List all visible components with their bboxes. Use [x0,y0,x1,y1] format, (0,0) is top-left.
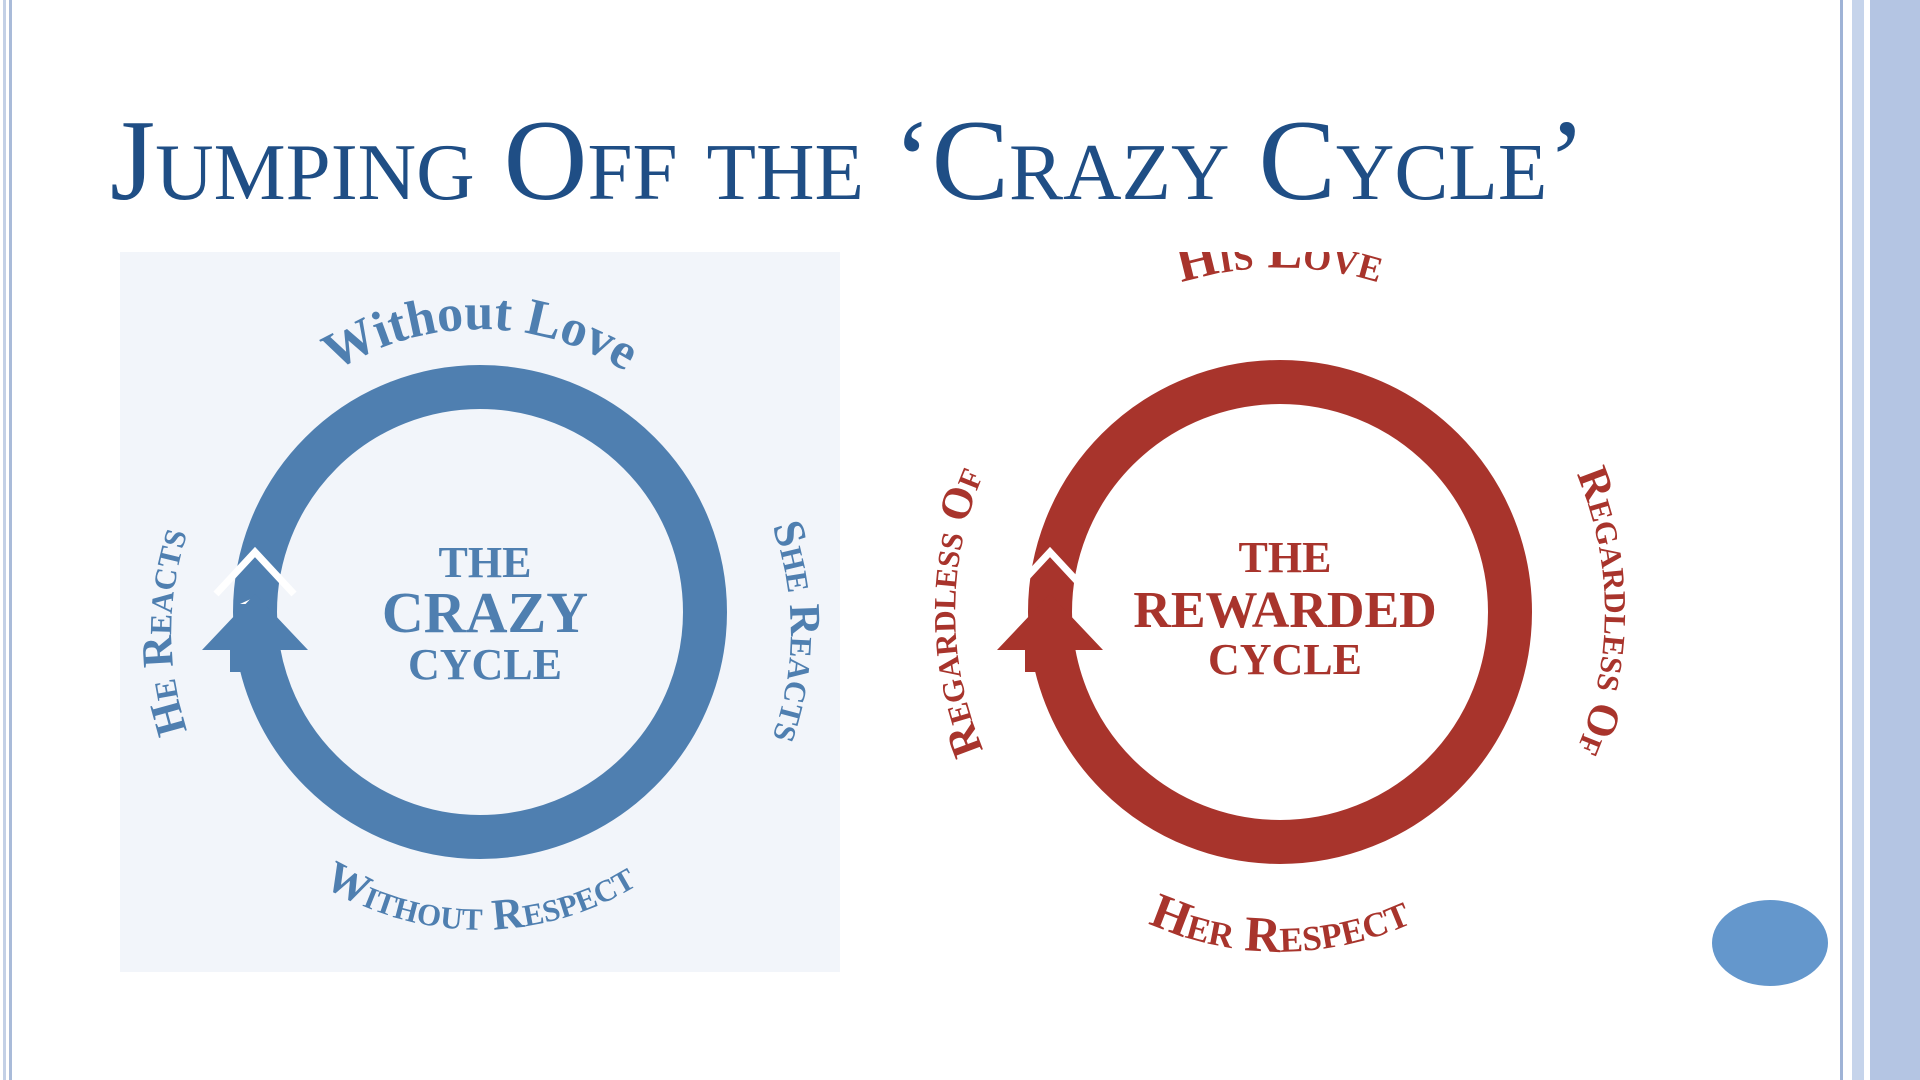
rewarded-label-top: His Love [1170,252,1390,294]
rewarded-center-line-1: THE [1239,533,1332,582]
crazy-label-bottom: Without Respect [317,851,642,940]
crazy-center-line-1: THE [439,538,532,587]
right-border-decoration [1840,0,1920,1080]
crazy-center-line-2: CRAZY [382,580,588,645]
rewarded-label-left: Regardless Of [920,459,993,764]
rewarded-cycle-diagram: His Love Regardless Of Her Respect Regar… [920,252,1640,972]
crazy-cycle-arrow-icon [202,594,308,672]
rewarded-center-line-2: REWARDED [1133,582,1436,639]
rewarded-label-bottom: Her Respect [1144,882,1417,964]
crazy-label-left: He Reacts [132,522,197,742]
crazy-cycle-arrow-outline [213,546,297,597]
rewarded-cycle-arrow-outline [1008,546,1092,597]
left-border-decoration [0,0,16,1080]
crazy-label-right: She Reacts [763,514,830,749]
slide-title: Jumping Off the ‘Crazy Cycle’ [110,97,1586,225]
crazy-center-line-3: CYCLE [408,640,562,689]
circle-nav-icon[interactable] [1712,900,1828,986]
rewarded-cycle-svg: His Love Regardless Of Her Respect Regar… [920,252,1640,964]
rewarded-center-line-3: CYCLE [1208,635,1362,684]
rewarded-label-right: Regardless Of [1567,460,1640,765]
crazy-cycle-svg: Without Love She Reacts Without Respect … [132,284,830,940]
rewarded-cycle-arrow-icon [997,594,1103,672]
crazy-cycle-diagram: Without Love She Reacts Without Respect … [120,252,840,972]
